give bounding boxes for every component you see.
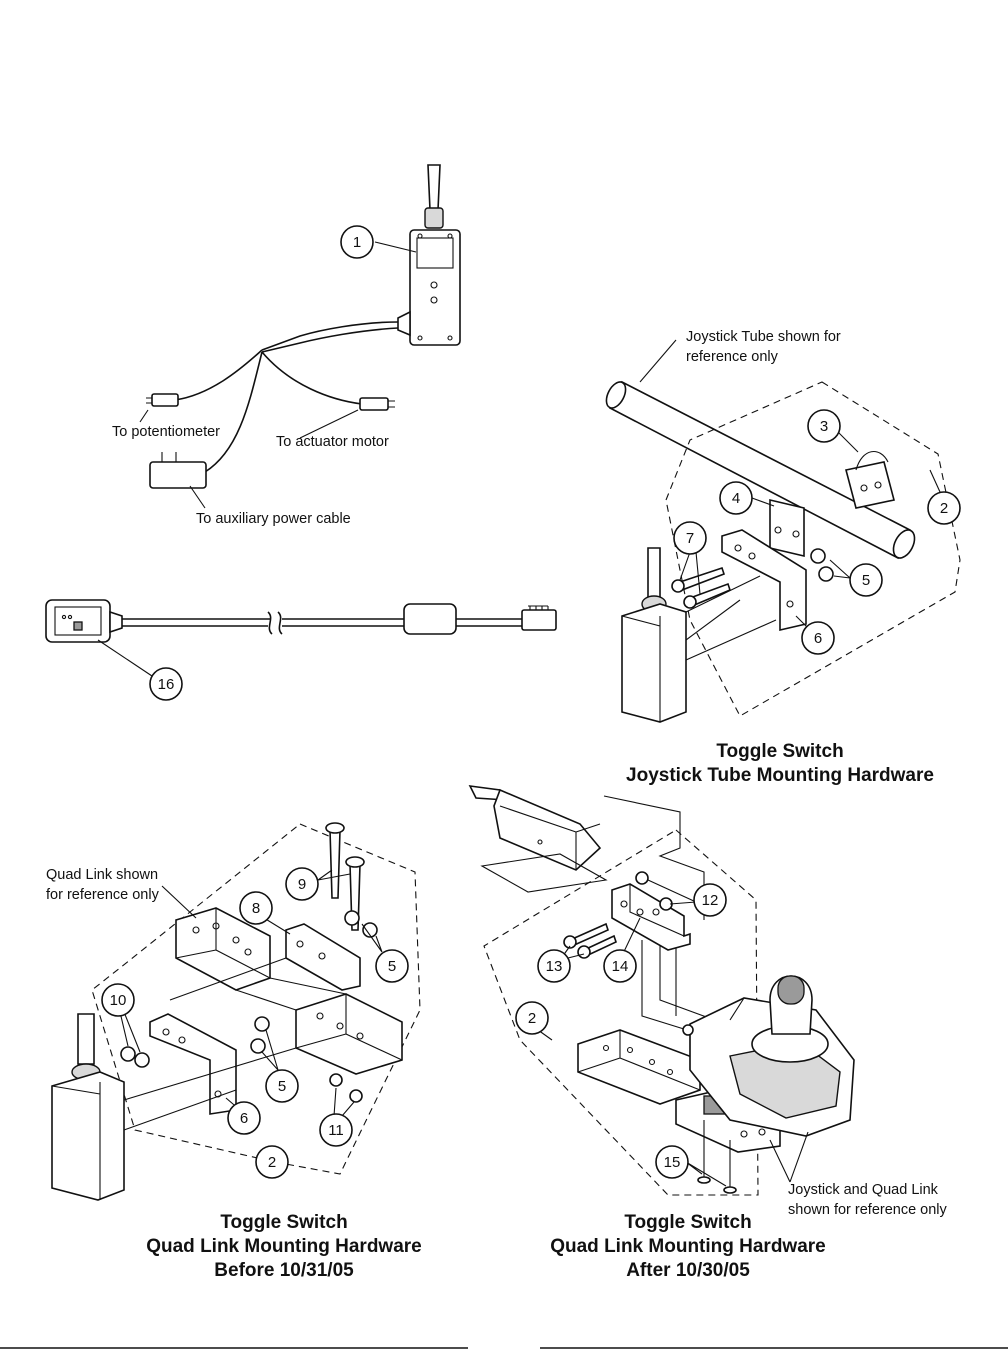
callout-14: 14 (612, 958, 629, 975)
callout-8-circle (239, 891, 273, 925)
actuator-motor-label: To actuator motor (276, 434, 389, 450)
callout-7: 7 (686, 530, 694, 547)
callout-13-circle (537, 949, 571, 983)
callout-2: 2 (940, 500, 948, 517)
callout-7-circle (673, 521, 707, 555)
callout-12: 12 (702, 892, 719, 909)
joystick-tube-mounting-hardware (605, 339, 961, 723)
callout-9-circle (285, 867, 319, 901)
callout-15: 15 (664, 1154, 681, 1171)
callout-6-circle (801, 621, 835, 655)
callout-5-lower-circle (265, 1069, 299, 1103)
callout-16: 16 (158, 676, 175, 693)
after-caption-subtitle: Quad Link Mounting Hardware (550, 1236, 826, 1257)
joystick-tube-label-line1: Joystick Tube shown for (686, 329, 841, 345)
callout-1-circle (340, 225, 374, 259)
auxiliary-power-cable (45, 599, 557, 677)
callout-3-circle (807, 409, 841, 443)
quad-link-label-line1: Quad Link shown (46, 867, 158, 883)
callout-12-circle (693, 883, 727, 917)
callout-5-upper: 5 (388, 958, 396, 975)
callout-2-after-circle (515, 1001, 549, 1035)
callout-5: 5 (862, 572, 870, 589)
joystick-tube-label-line2: reference only (686, 349, 779, 365)
toggle-switch-assembly (139, 164, 461, 509)
callout-2-before-circle (255, 1145, 289, 1179)
callout-3: 3 (820, 418, 828, 435)
callout-2-circle (927, 491, 961, 525)
callout-1: 1 (353, 234, 361, 251)
before-caption-title: Toggle Switch (220, 1212, 347, 1233)
callout-11-circle (319, 1113, 353, 1147)
before-caption-date: Before 10/31/05 (214, 1260, 354, 1281)
potentiometer-label: To potentiometer (112, 424, 220, 440)
callout-11: 11 (328, 1122, 344, 1139)
quad-link-label-line2: for reference only (46, 887, 160, 903)
callout-6-lower: 6 (240, 1110, 248, 1127)
aux-power-label: To auxiliary power cable (196, 511, 351, 527)
callout-9: 9 (298, 876, 306, 893)
after-caption-date: After 10/30/05 (626, 1260, 750, 1281)
callout-14-circle (603, 949, 637, 983)
joystick-quad-label-line2: shown for reference only (788, 1202, 948, 1218)
tube-caption-subtitle: Joystick Tube Mounting Hardware (626, 765, 934, 786)
callout-2-after: 2 (528, 1010, 536, 1027)
callout-5-lower: 5 (278, 1078, 286, 1095)
after-caption-title: Toggle Switch (624, 1212, 751, 1233)
callout-8: 8 (252, 900, 260, 917)
callout-2-before: 2 (268, 1154, 276, 1171)
callout-6: 6 (814, 630, 822, 647)
callout-4: 4 (732, 490, 740, 507)
joystick-quad-label-line1: Joystick and Quad Link (788, 1182, 939, 1198)
callout-5-circle (849, 563, 883, 597)
quad-link-after-hardware (468, 785, 855, 1196)
callout-10: 10 (110, 992, 127, 1009)
callout-10-circle (101, 983, 135, 1017)
before-caption-subtitle: Quad Link Mounting Hardware (146, 1236, 422, 1257)
tube-caption-title: Toggle Switch (716, 741, 843, 762)
quad-link-before-hardware (51, 822, 421, 1201)
callout-16-circle (149, 667, 183, 701)
callout-15-circle (655, 1145, 689, 1179)
callout-13: 13 (546, 958, 563, 975)
callout-6-lower-circle (227, 1101, 261, 1135)
callout-5-upper-circle (375, 949, 409, 983)
callout-4-circle (719, 481, 753, 515)
